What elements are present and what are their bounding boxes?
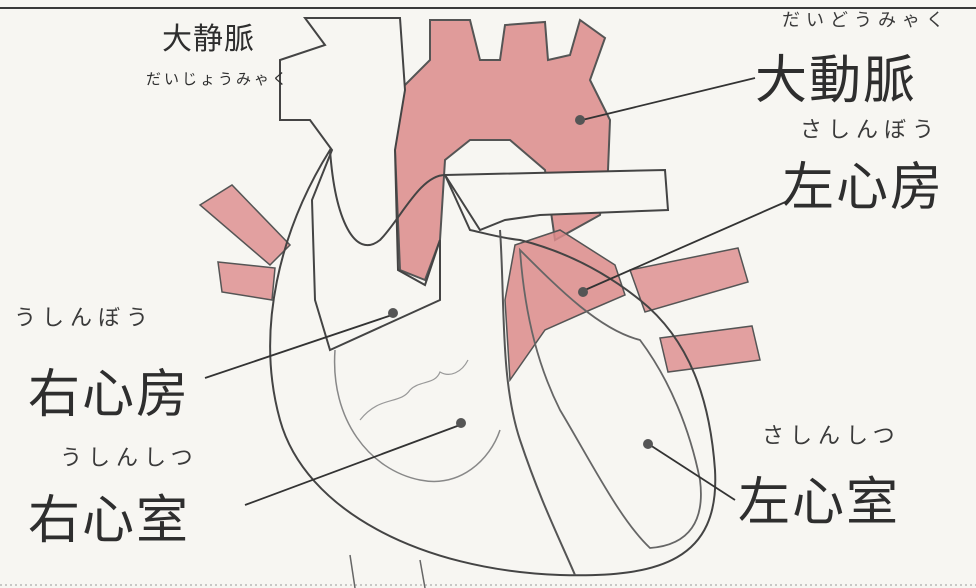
left-atrium-ruby: さしんぼう — [800, 112, 940, 144]
left-ventricle-pointer-line — [650, 445, 735, 500]
right-atrium-label: 右心房 — [28, 352, 190, 427]
left-atrium-pointer-pin — [578, 287, 588, 297]
pulmonary-vessel-left-lower — [218, 262, 275, 300]
pulmonary-vessel-left-upper — [200, 185, 290, 265]
right-atrium-pointer-pin — [388, 308, 398, 318]
right-ventricle-label: 右心室 — [28, 478, 190, 553]
left-ventricle-label: 左心室 — [738, 460, 900, 535]
valve-sketch — [360, 360, 468, 420]
left-atrium-label: 左心房 — [782, 145, 944, 220]
right-ventricle-pointer-line — [245, 425, 460, 505]
aorta-pointer-line — [582, 78, 755, 120]
lower-vessel-line-right — [420, 560, 425, 588]
lower-vessel-line-left — [350, 555, 355, 588]
right-ventricle-ruby: うしんしつ — [60, 440, 199, 472]
vena-cava-ruby: だいじょうみゃく — [146, 68, 290, 89]
right-atrium-pointer-line — [205, 315, 392, 378]
aorta-pointer-pin — [575, 115, 585, 125]
right-atrium-ruby: うしんぼう — [14, 300, 154, 332]
pulmonary-vessel-right-upper — [630, 248, 748, 312]
left-ventricle-ruby: さしんしつ — [762, 418, 901, 450]
pulmonary-vessel-right-lower — [660, 326, 760, 372]
aorta-label: 大動脈 — [755, 38, 917, 113]
right-ventricle-pointer-pin — [456, 418, 466, 428]
vena-cava-label: 大静脈 — [162, 14, 255, 58]
aorta-ruby: だいどうみゃく — [782, 6, 950, 32]
left-ventricle-pointer-pin — [643, 439, 653, 449]
